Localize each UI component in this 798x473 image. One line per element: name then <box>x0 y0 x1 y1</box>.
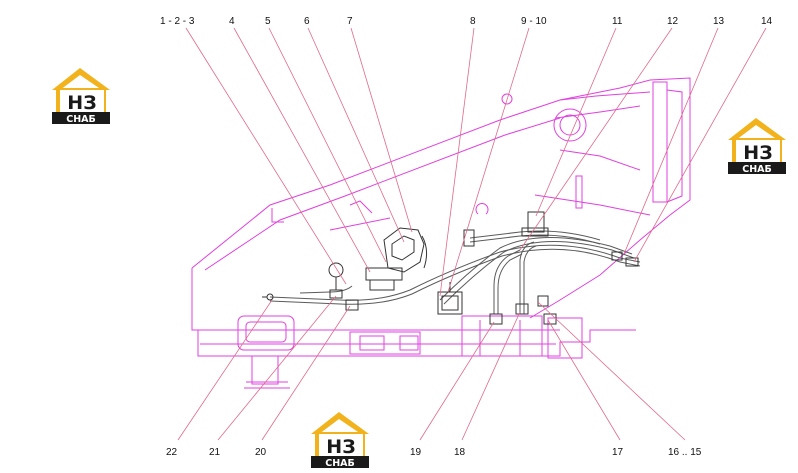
fitting <box>463 229 475 247</box>
control-valve <box>365 227 428 291</box>
callout-label: 8 <box>470 16 476 27</box>
logo-mark: НЗ <box>743 142 772 164</box>
callout-label: 20 <box>255 447 267 458</box>
boom-frame <box>191 77 691 389</box>
callout-label: 1 - 2 - 3 <box>160 16 195 27</box>
callout-label: 7 <box>347 16 353 27</box>
callouts-top: 1 - 2 - 3 4 5 6 7 8 9 - 10 11 12 13 14 <box>160 16 773 27</box>
fitting <box>515 303 529 315</box>
logo-bottom: НЗ СНАБ <box>311 412 369 469</box>
fitting <box>611 251 623 261</box>
callout-label: 4 <box>229 16 235 27</box>
filter-block <box>437 282 463 315</box>
hose-end-connector <box>262 293 274 301</box>
callout-label: 19 <box>410 447 422 458</box>
logo-caption: СНАБ <box>325 458 355 469</box>
pressure-gauge-icon <box>328 262 344 299</box>
logo-caption: СНАБ <box>66 114 96 125</box>
fitting <box>537 295 549 307</box>
callout-label: 11 <box>612 16 623 27</box>
hydraulic-components <box>262 211 639 325</box>
logo-mark: НЗ <box>67 92 96 114</box>
logo-top-left: НЗ СНАБ <box>52 68 110 125</box>
logo-mark: НЗ <box>326 436 355 458</box>
callout-label: 16 .. 15 <box>668 447 702 458</box>
callout-label: 13 <box>713 16 725 27</box>
fitting <box>625 257 639 267</box>
logo-roof-icon <box>728 118 786 140</box>
fitting <box>489 313 503 325</box>
callout-label: 17 <box>612 447 624 458</box>
fitting <box>345 299 359 311</box>
leader-lines <box>177 27 767 441</box>
callout-label: 5 <box>265 16 271 27</box>
fitting <box>543 313 557 325</box>
callout-label: 6 <box>304 16 310 27</box>
logo-roof-icon <box>52 68 110 90</box>
callout-label: 12 <box>667 16 679 27</box>
relief-valve <box>521 211 549 237</box>
callout-label: 22 <box>166 447 178 458</box>
callout-label: 18 <box>454 447 466 458</box>
callout-label: 21 <box>209 447 221 458</box>
callout-label: 9 - 10 <box>521 16 547 27</box>
logo-caption: СНАБ <box>742 164 772 175</box>
hydraulic-hoses <box>269 230 641 314</box>
logo-right: НЗ СНАБ <box>728 118 786 175</box>
callouts-bottom: 22 21 20 19 18 17 16 .. 15 <box>166 447 702 458</box>
logo-roof-icon <box>311 412 369 434</box>
callout-label: 14 <box>761 16 773 27</box>
